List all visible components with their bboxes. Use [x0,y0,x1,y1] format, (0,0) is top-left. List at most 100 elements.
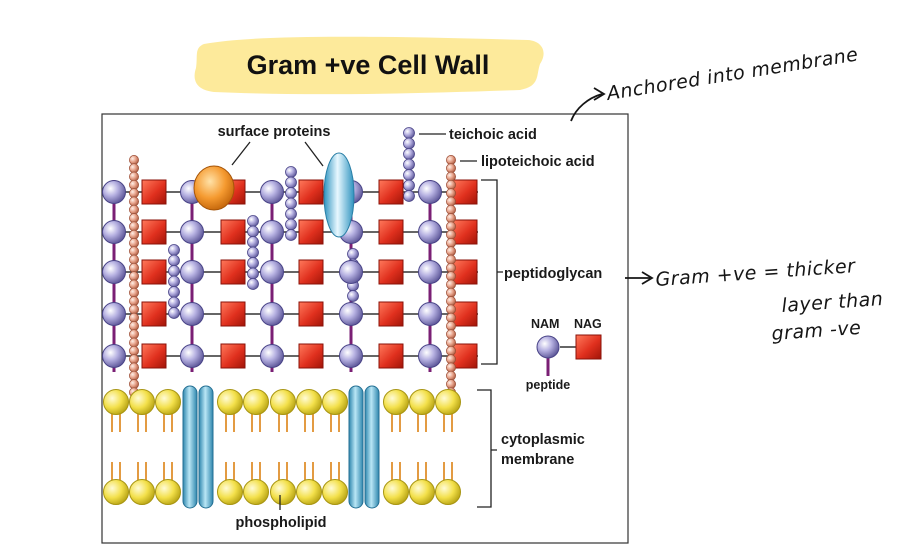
nag-square [378,301,404,327]
nam-bead [418,260,442,284]
nam-bead [260,260,284,284]
nag-square [220,259,246,285]
nag-square [220,301,246,327]
phospholipid-head [296,389,322,415]
phospholipid-head [129,389,155,415]
phospholipid-head [129,479,155,505]
phospholipid-head [409,479,435,505]
teichoic-acid-bead [403,169,415,181]
transmembrane-protein [198,385,214,509]
lipoteichoic-acid-bead [446,379,456,390]
teichoic-acid-bead [347,248,359,260]
nam-bead [102,180,126,204]
label-membrane: membrane [501,452,574,468]
lipoteichoic-acid-bead [446,229,456,240]
surface-protein-orange [193,165,235,211]
lipoteichoic-acid-bead [446,196,456,207]
nag-square [220,343,246,369]
lipoteichoic-acid-bead [129,254,139,265]
lipoteichoic-acid-bead [129,229,139,240]
lipoteichoic-acid-bead [129,179,139,190]
nam-bead [180,220,204,244]
legend-peptide-label: peptide [526,378,570,392]
lipoteichoic-acid-bead [129,246,139,257]
teichoic-acid-bead [168,296,180,309]
teichoic-acid-bead [403,148,415,160]
nam-bead [180,260,204,284]
nag-square [452,301,478,327]
surface-proteins-pointers [231,141,324,167]
nam-bead [339,302,363,326]
phospholipid-head [322,389,348,415]
nag-square [452,259,478,285]
lipoteichoic-acid-bead [129,238,139,248]
phospholipid-head [270,389,296,415]
teichoic-acid-bead [403,190,415,202]
lipoteichoic-acid-bead [446,188,456,199]
nag-square [141,219,167,245]
legend-nam-bead [536,335,560,359]
teichoic-acid-bead [247,246,259,259]
lipoteichoic-acid-bead [129,271,139,282]
nag-square [141,301,167,327]
lipoteichoic-acid-bead [129,354,139,365]
phospholipid-head [155,389,181,415]
nag-square [452,179,478,205]
lipoteichoic-acid-bead [129,204,139,215]
lipoteichoic-acid-bead [446,304,456,315]
phospholipid-head [435,389,461,415]
anchored-arrowhead [593,87,606,101]
lipoteichoic-acid-bead [129,321,139,331]
nag-square [220,219,246,245]
lipoteichoic-acid-bead [446,271,456,282]
nag-square [298,343,324,369]
nam-bead [102,344,126,368]
legend-nag-label: NAG [574,317,602,331]
label-cytoplasmic: cytoplasmic [501,432,585,448]
lipoteichoic-acid-bead [446,221,456,232]
label-surface-proteins: surface proteins [218,124,331,140]
phospholipid-head [270,479,296,505]
nam-bead [260,344,284,368]
nam-bead [339,344,363,368]
lipoteichoic-acid-bead [129,221,139,232]
teichoic-acid-bead [285,208,297,220]
lipoteichoic-acid-bead [129,379,139,390]
legend-nag-square [575,334,602,360]
teichoic-acid-bead [247,257,259,269]
transmembrane-protein [364,385,380,509]
teichoic-acid-bead [403,127,415,139]
lipoteichoic-acid-bead [446,163,456,174]
lipoteichoic-acid-bead [446,155,456,165]
lipoteichoic-acid-bead [129,312,139,323]
lipoteichoic-acid-bead [446,296,456,307]
phospholipid-head [296,479,322,505]
nag-square [141,259,167,285]
note-thicker-line2: layer than [781,288,884,317]
teichoic-acid-bead [247,236,259,248]
lipoteichoic-acid-bead [446,262,456,273]
teichoic-acid-bead [247,225,259,238]
lipoteichoic-acid-bead [446,213,456,224]
lipoteichoic-acid-bead [446,354,456,365]
lipoteichoic-acid-bead [446,370,456,381]
lipoteichoic-acid-bead [446,254,456,265]
lipoteichoic-acid-bead [129,329,139,340]
phospholipid-head [435,479,461,505]
teichoic-acid-bead [285,197,297,210]
nag-square [141,179,167,205]
transmembrane-protein [348,385,364,509]
lipoteichoic-acid-bead [446,312,456,323]
nag-square [298,179,324,205]
lipoteichoic-acid-bead [446,238,456,248]
peptidoglycan-bracket [481,179,503,365]
nam-bead [260,220,284,244]
teichoic-acid-bead [168,254,180,267]
lipoteichoic-acid-bead [446,204,456,215]
label-peptidoglycan: peptidoglycan [504,266,602,282]
phospholipid-head [103,479,129,505]
cytoplasmic-membrane-bilayer [103,385,461,509]
lipoteichoic-acid-bead [446,337,456,348]
nam-bead [418,180,442,204]
legend-nam-label: NAM [531,317,559,331]
